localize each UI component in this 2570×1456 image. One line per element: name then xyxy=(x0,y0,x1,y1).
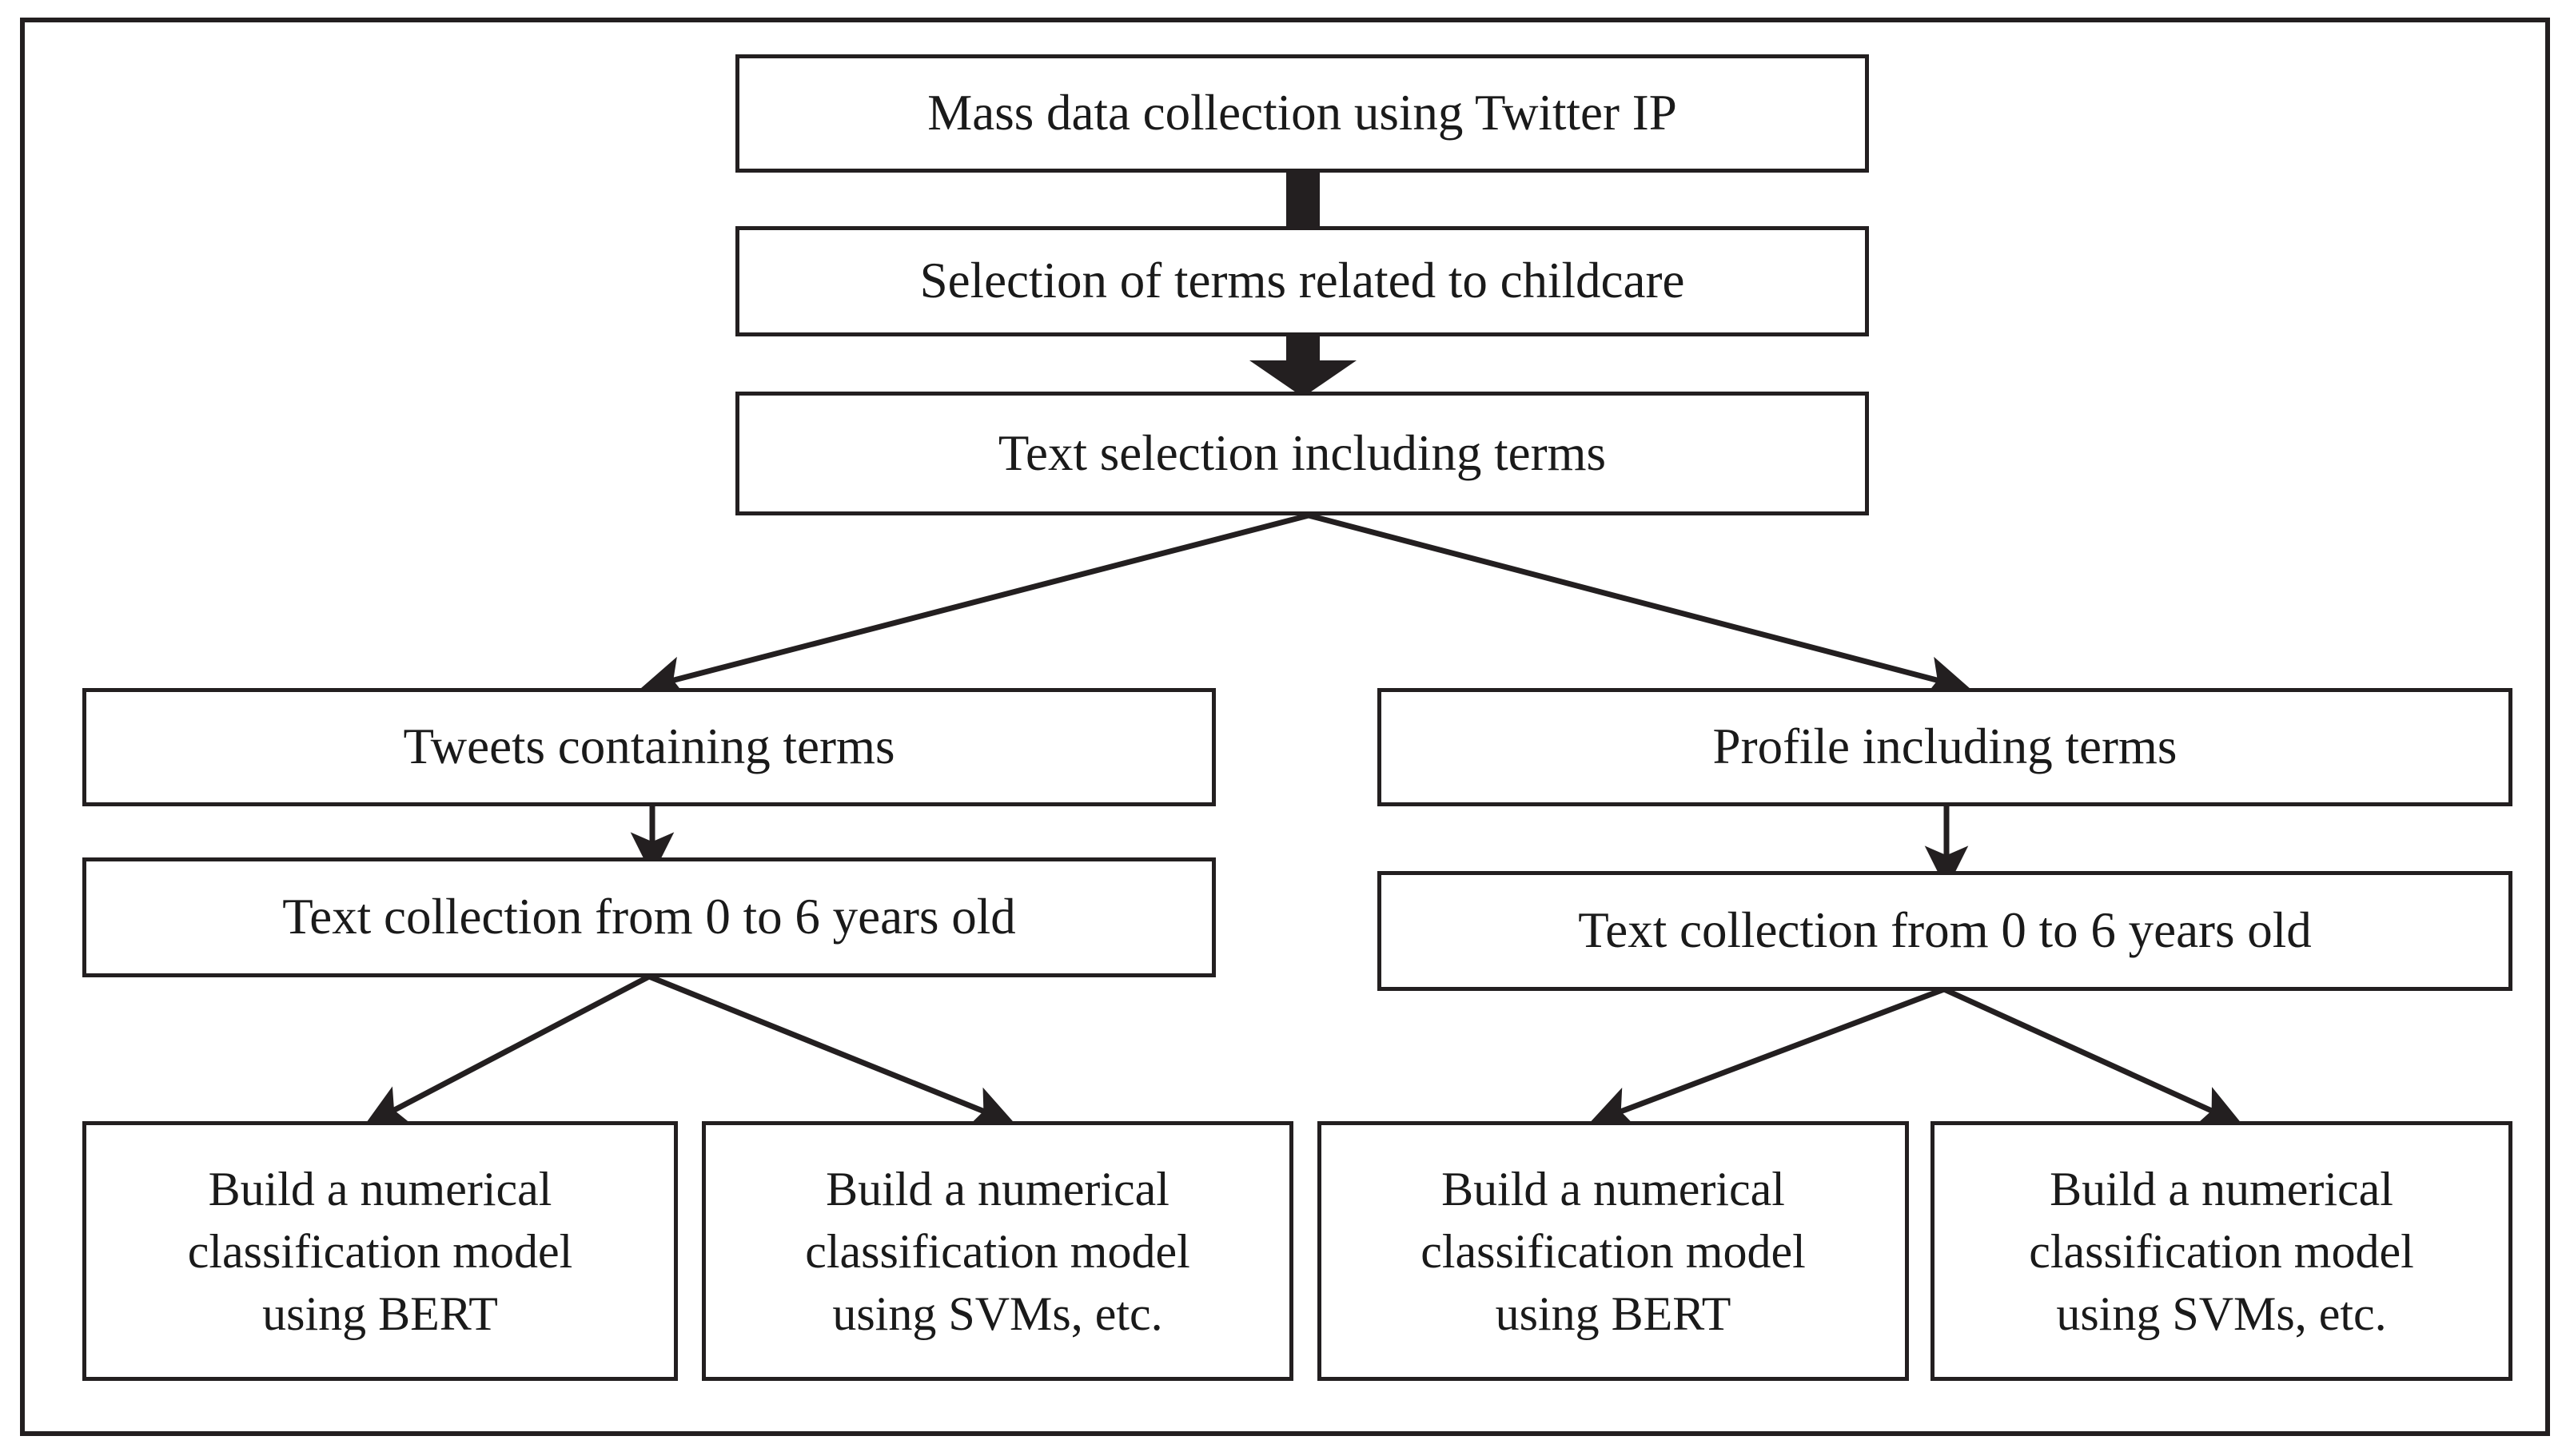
node-text-collection-right-label: Text collection from 0 to 6 years old xyxy=(1578,902,2312,959)
node-profile-including-terms[interactable]: Profile including terms xyxy=(1377,688,2512,806)
node-profile-including-terms-label: Profile including terms xyxy=(1712,718,2178,775)
node-model-svm-right-label: Build a numerical classification model u… xyxy=(2029,1162,2414,1340)
node-tweets-containing-terms[interactable]: Tweets containing terms xyxy=(82,688,1216,806)
node-selection-of-terms[interactable]: Selection of terms related to childcare xyxy=(735,226,1869,336)
node-model-bert-right[interactable]: Build a numerical classification model u… xyxy=(1317,1121,1909,1381)
node-model-svm-left[interactable]: Build a numerical classification model u… xyxy=(702,1121,1293,1381)
node-model-bert-right-label: Build a numerical classification model u… xyxy=(1420,1162,1806,1340)
node-text-selection-label: Text selection including terms xyxy=(998,424,1607,481)
node-tweets-containing-terms-label: Tweets containing terms xyxy=(403,718,895,775)
node-mass-data-collection[interactable]: Mass data collection using Twitter IP xyxy=(735,54,1869,173)
node-selection-of-terms-label: Selection of terms related to childcare xyxy=(919,253,1685,309)
node-mass-data-collection-label: Mass data collection using Twitter IP xyxy=(927,85,1677,141)
node-model-svm-left-label: Build a numerical classification model u… xyxy=(805,1162,1190,1340)
node-text-collection-left-label: Text collection from 0 to 6 years old xyxy=(282,889,1016,945)
node-text-selection[interactable]: Text selection including terms xyxy=(735,392,1869,515)
node-model-bert-left-label: Build a numerical classification model u… xyxy=(187,1162,573,1340)
node-model-svm-right[interactable]: Build a numerical classification model u… xyxy=(1930,1121,2512,1381)
node-text-collection-right[interactable]: Text collection from 0 to 6 years old xyxy=(1377,871,2512,991)
node-model-bert-left[interactable]: Build a numerical classification model u… xyxy=(82,1121,678,1381)
figure-outer-border xyxy=(20,18,2550,1436)
node-text-collection-left[interactable]: Text collection from 0 to 6 years old xyxy=(82,857,1216,977)
